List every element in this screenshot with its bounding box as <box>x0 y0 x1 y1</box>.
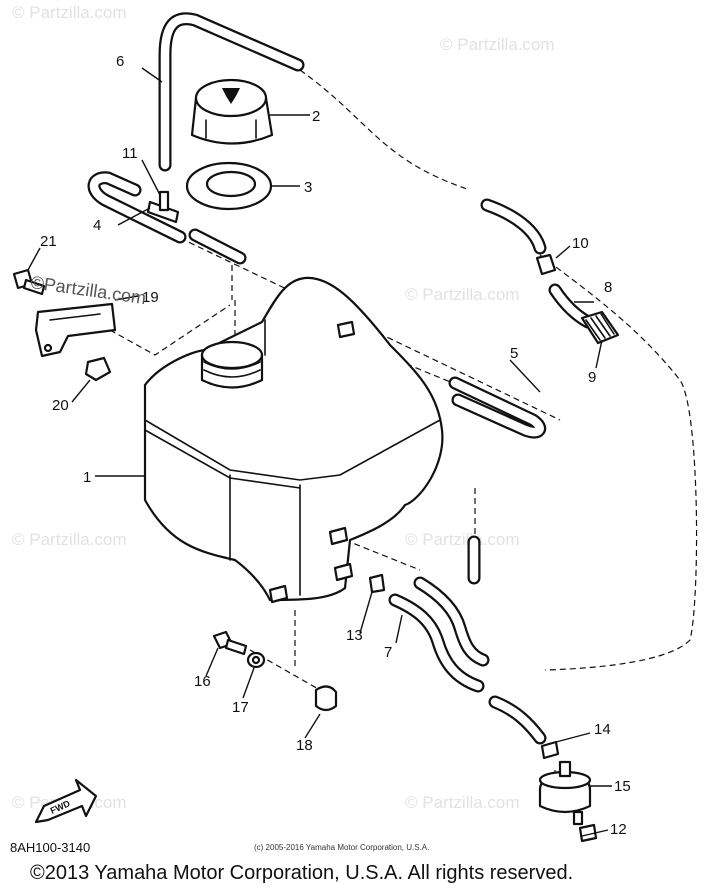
short-hose <box>188 228 247 265</box>
label-17: 17 <box>232 699 249 716</box>
label-19: 19 <box>142 289 159 306</box>
hose-with-spring <box>548 283 620 345</box>
washer <box>246 651 266 669</box>
diagram-code: 8AH100-3140 <box>10 840 91 855</box>
fitting <box>535 253 557 276</box>
watermark-overlay: ©Partzilla.com <box>29 272 147 308</box>
watermark: © Partzilla.com <box>405 793 520 812</box>
fwd-arrow: FWD <box>34 778 98 824</box>
label-4: 4 <box>93 217 101 234</box>
label-15: 15 <box>614 778 631 795</box>
label-20: 20 <box>52 397 69 414</box>
label-10: 10 <box>572 235 589 252</box>
label-21: 21 <box>40 233 57 250</box>
cap-gasket <box>185 161 273 211</box>
loop-hose <box>87 171 187 244</box>
label-13: 13 <box>346 627 363 644</box>
copyright-notice: ©2013 Yamaha Motor Corporation, U.S.A. A… <box>30 862 574 884</box>
label-8: 8 <box>604 279 612 296</box>
small-copyright: (c) 2005-2016 Yamaha Motor Corporation, … <box>254 843 430 852</box>
watermark: © Partzilla.com <box>12 3 127 22</box>
grommet <box>314 685 338 712</box>
label-18: 18 <box>296 737 313 754</box>
mounting-bracket <box>34 302 117 358</box>
tank-hose-loop <box>448 376 546 439</box>
bolt <box>212 630 248 656</box>
label-12: 12 <box>610 821 627 838</box>
label-1: 1 <box>83 469 91 486</box>
lower-hoses <box>388 576 547 745</box>
label-3: 3 <box>304 179 312 196</box>
watermark: © Partzilla.com <box>405 285 520 304</box>
leader-lines <box>27 67 612 837</box>
watermark: © Partzilla.com <box>440 35 555 54</box>
label-5: 5 <box>510 345 518 362</box>
label-11: 11 <box>122 145 138 162</box>
label-7: 7 <box>384 644 392 661</box>
label-2: 2 <box>312 108 320 125</box>
label-9: 9 <box>588 369 596 386</box>
label-6: 6 <box>116 53 124 70</box>
nut <box>84 356 112 382</box>
tank-cap <box>190 78 274 145</box>
label-16: 16 <box>194 673 211 690</box>
reservoir-tank <box>143 276 444 604</box>
label-14: 14 <box>594 721 611 738</box>
breather-hose <box>158 12 305 172</box>
watermark: © Partzilla.com <box>405 530 520 549</box>
hose-clip <box>368 573 386 594</box>
watermark: © Partzilla.com <box>12 530 127 549</box>
upper-right-hose <box>480 198 547 255</box>
lower-clip <box>578 823 598 843</box>
bracket-bolt <box>12 268 46 296</box>
fuel-filter <box>538 760 592 826</box>
hose-clamp <box>540 740 560 760</box>
part-labels: 6 2 3 11 4 10 8 9 5 1 13 7 14 15 12 16 1… <box>40 53 631 838</box>
